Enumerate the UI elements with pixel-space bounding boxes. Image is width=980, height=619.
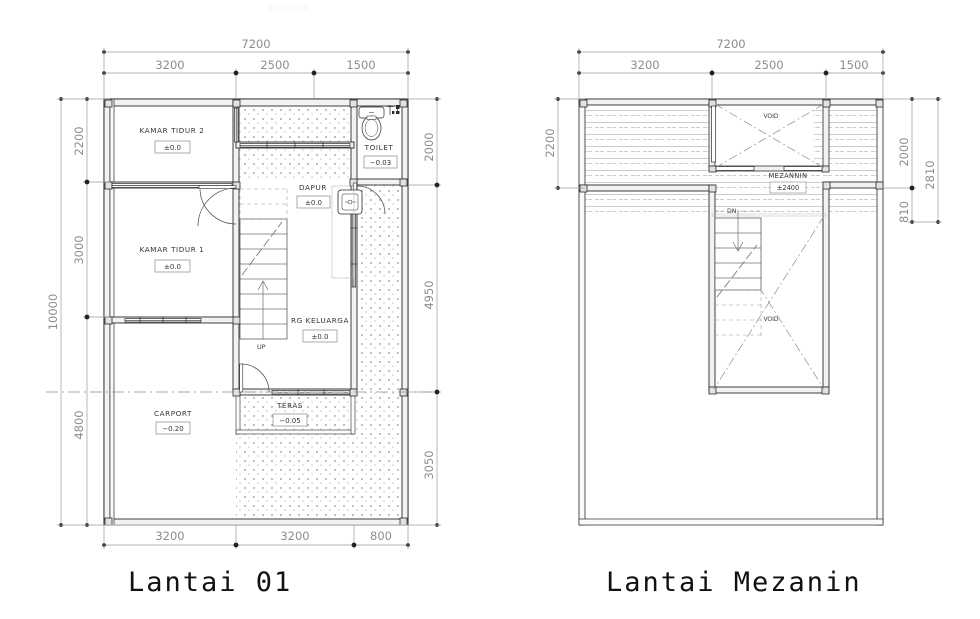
- shower-tap-icon: [386, 105, 400, 115]
- plan1-dims-bottom: [102, 524, 410, 549]
- svg-text:DAPUR: DAPUR: [299, 183, 327, 192]
- room-label-teras: TERAS −0.05: [272, 401, 308, 427]
- toilet-fixtures: [358, 105, 400, 141]
- plan2-columns: [579, 99, 884, 395]
- svg-text:3200: 3200: [280, 529, 309, 543]
- plan-lantai-mezanin: VOID VOID: [543, 37, 942, 598]
- svg-text:−0.05: −0.05: [279, 417, 300, 425]
- room-label-toilet: TOILET −0.03: [364, 143, 398, 169]
- plan2-dim-text-left: 2200: [543, 128, 557, 157]
- svg-text:±0.0: ±0.0: [305, 199, 322, 207]
- page-top-artifact: [268, 4, 308, 11]
- svg-text:10000: 10000: [46, 294, 60, 331]
- svg-text:±2400: ±2400: [777, 184, 799, 192]
- window-kt1: [124, 317, 202, 324]
- svg-text:MEZANNIN: MEZANNIN: [769, 172, 808, 180]
- room-label-rg-keluarga: RG KELUARGA ±0.0: [291, 316, 349, 343]
- plan1-title: Lantai 01: [128, 567, 292, 598]
- svg-text:KAMAR TIDUR 2: KAMAR TIDUR 2: [140, 126, 205, 135]
- svg-text:2000: 2000: [422, 132, 436, 161]
- room-label-kamar-tidur-2: KAMAR TIDUR 2 ±0.0: [140, 126, 205, 154]
- svg-text:−0.03: −0.03: [370, 159, 391, 167]
- stair-up-label: UP: [257, 343, 266, 351]
- svg-text:3050: 3050: [422, 450, 436, 479]
- plan2-title: Lantai Mezanin: [606, 567, 862, 598]
- svg-text:2000: 2000: [897, 137, 911, 166]
- svg-text:7200: 7200: [716, 37, 745, 51]
- svg-text:3200: 3200: [630, 58, 659, 72]
- plan1-room-labels: KAMAR TIDUR 2 ±0.0 KAMAR TIDUR 1 ±0.0 TO…: [140, 126, 398, 435]
- window-dapur: [239, 142, 351, 149]
- void-top-edge: [711, 213, 827, 217]
- hatch-dapur-upper: [236, 99, 354, 179]
- stair-down-label: DN: [727, 208, 737, 215]
- svg-text:KAMAR TIDUR 1: KAMAR TIDUR 1: [140, 245, 205, 254]
- svg-text:3200: 3200: [155, 529, 184, 543]
- stair-run-plan1: UP: [239, 188, 288, 351]
- svg-text:±0.0: ±0.0: [164, 144, 181, 152]
- svg-text:±0.0: ±0.0: [164, 263, 181, 271]
- window-spine: [234, 107, 239, 143]
- plan1-dims-right: [408, 97, 441, 527]
- svg-text:4800: 4800: [72, 410, 86, 439]
- svg-text:CARPORT: CARPORT: [154, 409, 192, 418]
- svg-text:810: 810: [897, 201, 911, 223]
- room-label-kamar-tidur-1: KAMAR TIDUR 1 ±0.0: [140, 245, 205, 273]
- plan2-dims-right: [883, 97, 942, 224]
- svg-text:7200: 7200: [241, 37, 270, 51]
- svg-text:2810: 2810: [923, 160, 937, 189]
- svg-text:4950: 4950: [422, 280, 436, 309]
- hatch-teras-front: [236, 394, 354, 525]
- svg-text:2500: 2500: [260, 58, 289, 72]
- svg-text:TOILET: TOILET: [364, 143, 394, 152]
- svg-text:±0.0: ±0.0: [312, 333, 329, 341]
- void-cross-upper: [714, 103, 825, 169]
- plan-lantai-01: UP KAMAR TIDUR 2 ±0.0 KAMAR TIDUR 1 ±0.0…: [46, 37, 442, 598]
- kitchen-sink-icon: [331, 185, 363, 279]
- room-label-carport: CARPORT −0.20: [154, 409, 192, 435]
- svg-text:3000: 3000: [72, 235, 86, 264]
- void-label-lower: VOID: [763, 316, 778, 323]
- plan1-dim-text-top: 7200 3200 2500 1500: [155, 37, 375, 72]
- svg-text:−0.20: −0.20: [162, 425, 183, 433]
- plan1-dims-left: [57, 97, 110, 527]
- plan2-dim-text-top: 7200 3200 2500 1500: [630, 37, 868, 72]
- room-label-dapur: DAPUR ±0.0: [296, 183, 331, 209]
- stair-run-plan2: DN: [714, 208, 762, 338]
- plan2-dims-top: [577, 48, 885, 99]
- svg-text:2200: 2200: [72, 126, 86, 155]
- plan1-dims-top: [102, 48, 410, 99]
- svg-text:3200: 3200: [155, 58, 184, 72]
- plan1-dim-text-bottom: 3200 3200 800: [155, 529, 392, 543]
- svg-text:2200: 2200: [543, 128, 557, 157]
- void-label-upper: VOID: [763, 113, 778, 120]
- hatch-mask-rgkeluarga: [314, 185, 354, 390]
- svg-text:RG KELUARGA: RG KELUARGA: [291, 316, 349, 325]
- void-railing: [711, 105, 823, 171]
- svg-text:1500: 1500: [839, 58, 868, 72]
- paving-hatch-zones: [236, 99, 407, 525]
- plan2-dim-text-right: 2000 810 2810: [897, 137, 937, 223]
- svg-text:2500: 2500: [754, 58, 783, 72]
- svg-text:1500: 1500: [346, 58, 375, 72]
- svg-text:800: 800: [370, 529, 392, 543]
- svg-text:TERAS: TERAS: [276, 401, 303, 410]
- mezzanine-floor-hatch: [582, 102, 880, 214]
- plan1-dim-text-right: 2000 4950 3050: [422, 132, 436, 479]
- room-label-mezannin: MEZANNIN ±2400: [769, 172, 808, 194]
- plan1-dim-text-left: 10000 2200 3000 4800: [46, 126, 86, 439]
- hatch-side-path: [354, 185, 407, 525]
- plan2-dims-left: [554, 97, 585, 190]
